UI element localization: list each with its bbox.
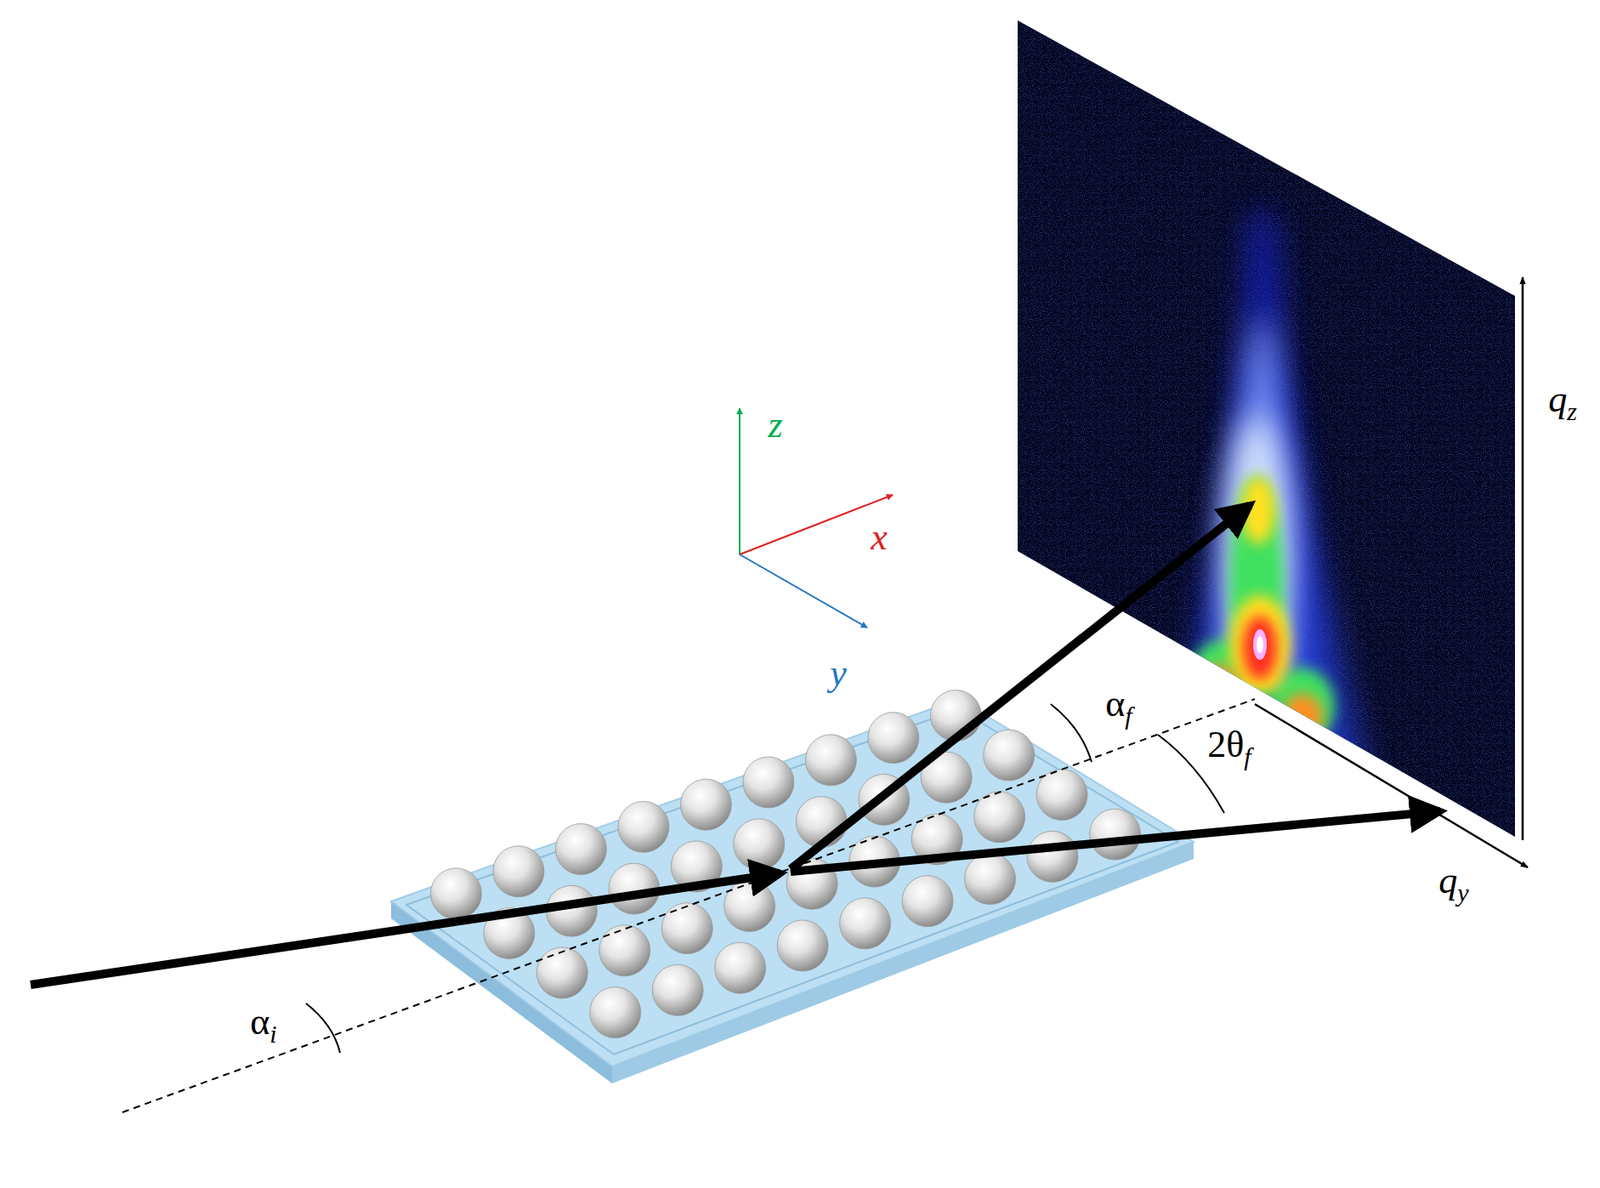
nanoparticle	[805, 734, 857, 786]
nanoparticle	[868, 712, 920, 764]
nanoparticle	[599, 924, 651, 976]
angle-arc	[306, 1003, 341, 1053]
in-plane-beam	[790, 811, 1441, 872]
nanoparticle	[902, 875, 954, 927]
angle-arc	[1050, 703, 1092, 762]
y-axis	[739, 554, 868, 628]
axis-label: 2θf	[1207, 726, 1251, 764]
qz-axis	[1521, 277, 1525, 840]
nanoparticle	[590, 987, 642, 1039]
axis-label: αf	[1105, 685, 1132, 723]
detector-image	[1011, 17, 1522, 842]
nanoparticle	[983, 729, 1035, 781]
nanoparticle	[536, 947, 588, 999]
nanoparticle	[555, 823, 607, 875]
qy-axis	[1254, 703, 1528, 868]
nanoparticle	[430, 868, 482, 920]
nanoparticles	[430, 689, 1141, 1038]
substrate	[391, 698, 1194, 1084]
nanoparticle	[724, 879, 776, 931]
nanoparticle	[974, 791, 1026, 843]
nanoparticle	[743, 756, 795, 808]
nanoparticle	[777, 919, 829, 971]
axis-label: αi	[249, 1003, 277, 1041]
nanoparticle	[714, 941, 766, 993]
nanoparticle	[1089, 808, 1141, 860]
scattered-beam	[790, 504, 1250, 869]
nanoparticle	[493, 845, 545, 897]
nanoparticle	[964, 852, 1016, 904]
nanoparticle	[618, 800, 670, 852]
incident-beam	[30, 873, 781, 985]
axis-label: qz	[1548, 380, 1578, 419]
nanoparticle	[652, 964, 704, 1016]
nanoparticle	[1036, 769, 1088, 821]
nanoparticle	[661, 902, 713, 954]
axis-label: z	[767, 406, 783, 444]
axis-label: qy	[1438, 862, 1469, 900]
axis-label: y	[829, 654, 847, 693]
x-axis	[739, 494, 893, 555]
nanoparticle	[839, 897, 891, 949]
z-axis	[738, 408, 741, 555]
axis-label: x	[870, 518, 888, 557]
nanoparticle	[733, 818, 785, 870]
nanoparticle	[1026, 830, 1079, 882]
reference-line	[122, 698, 1255, 1113]
nanoparticle	[680, 778, 732, 830]
